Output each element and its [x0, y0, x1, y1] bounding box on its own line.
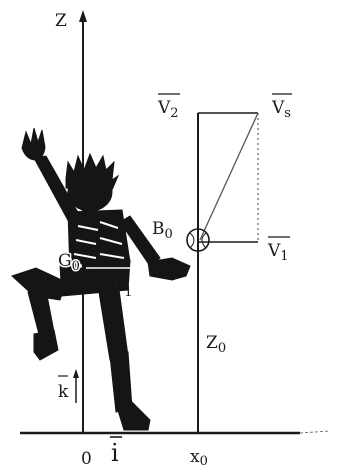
player-reaching-arm	[119, 215, 161, 267]
v2-label: V2	[157, 98, 179, 121]
player-shirt-stripes	[73, 221, 125, 259]
v1-body-label: V1	[111, 277, 133, 300]
ball-b0-seam	[189, 232, 207, 249]
z-axis-arrowhead	[79, 10, 87, 22]
b0-label: B0	[152, 219, 173, 242]
z0-label: Z0	[206, 333, 226, 356]
player-figure	[11, 127, 191, 431]
g0-label: G0	[58, 251, 80, 274]
v1-right-label: V1	[267, 241, 289, 264]
player-head	[67, 172, 113, 212]
player-fist	[147, 257, 191, 281]
i-label: i	[111, 439, 119, 467]
origin-label: 0	[81, 449, 92, 469]
k-label: k	[58, 382, 69, 402]
player-front-foot	[115, 401, 151, 431]
player-raised-hand	[21, 127, 46, 161]
z-axis-label: Z	[55, 11, 67, 31]
k-vector-arrowhead	[73, 369, 79, 378]
g0-point	[77, 263, 83, 269]
x0-label: x0	[190, 447, 208, 469]
player-back-foot	[33, 329, 59, 361]
ball-b0	[186, 228, 210, 252]
vs-label: Vs	[271, 98, 291, 121]
vs-vector-line	[199, 112, 259, 241]
ground-line-extension	[299, 430, 331, 434]
